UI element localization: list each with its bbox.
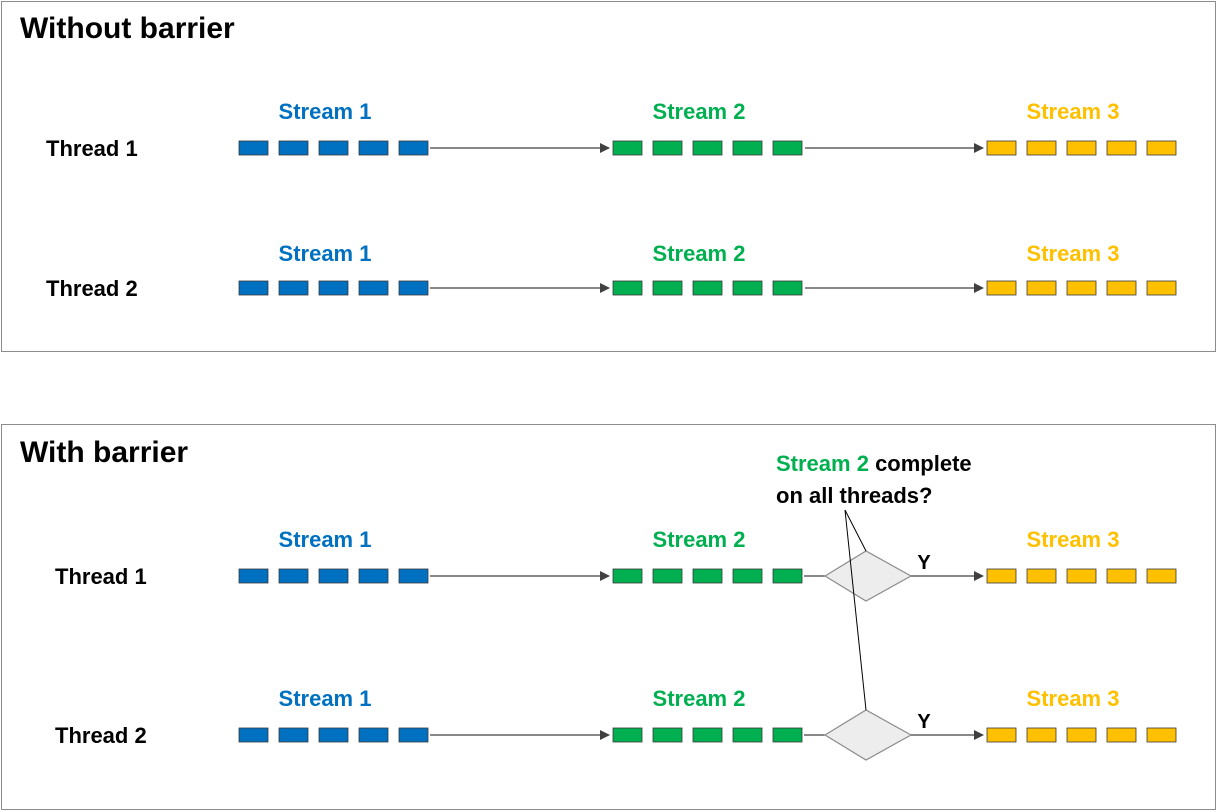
top-thread1-thread-label: Thread 1 xyxy=(46,136,138,161)
bottom-thread2-stream3-label: Stream 3 xyxy=(1027,686,1120,711)
top-thread1-stream2-block xyxy=(612,140,643,156)
callout-pointer-thread2 xyxy=(844,509,867,711)
top-thread1-stream2-block xyxy=(652,140,683,156)
bottom-thread1-stream1-block xyxy=(398,568,429,584)
bottom-thread1-stream2-block xyxy=(652,568,683,584)
bottom-thread2-stream1-block xyxy=(318,727,349,743)
bottom-thread2-barrier-diamond xyxy=(823,709,913,761)
with-barrier-title: With barrier xyxy=(20,436,189,469)
top-thread2-stream1-block xyxy=(358,280,389,296)
bottom-thread2-stream2-block xyxy=(612,727,643,743)
top-thread2-stream1-block xyxy=(278,280,309,296)
top-thread1-stream3-block xyxy=(1106,140,1137,156)
top-thread2-stream3-block xyxy=(1026,280,1057,296)
top-thread1-stream2-block xyxy=(732,140,763,156)
bottom-thread2-yes-label: Y xyxy=(917,711,931,733)
callout-pointer-thread1 xyxy=(844,509,867,552)
top-thread2-stream2-block xyxy=(772,280,803,296)
bottom-thread1-barrier-diamond xyxy=(823,550,913,602)
top-thread2-stream3-block xyxy=(1066,280,1097,296)
bottom-thread1-thread-label: Thread 1 xyxy=(55,564,147,589)
bottom-thread2-stream1-block xyxy=(238,727,269,743)
bottom-thread2-stream1-block xyxy=(358,727,389,743)
top-thread1-stream3-block xyxy=(986,140,1017,156)
bottom-thread1-stream2-label: Stream 2 xyxy=(653,527,746,552)
bottom-thread2-stream2-block xyxy=(772,727,803,743)
bottom-thread1-stream1-block xyxy=(318,568,349,584)
top-thread2-stream2-block xyxy=(732,280,763,296)
bottom-thread2-stream3-block xyxy=(1026,727,1057,743)
bottom-thread2-stream2-block xyxy=(652,727,683,743)
top-thread1-stream3-label: Stream 3 xyxy=(1027,99,1120,124)
top-thread2-thread-label: Thread 2 xyxy=(46,276,138,301)
bottom-thread1-stream2-block xyxy=(612,568,643,584)
top-thread1-stream1-block xyxy=(318,140,349,156)
bottom-thread2-stream1-label: Stream 1 xyxy=(279,686,372,711)
top-thread2-stream3-block xyxy=(1146,280,1177,296)
with-barrier-panel: With barrier xyxy=(1,424,1216,810)
top-thread2-stream1-label: Stream 1 xyxy=(279,241,372,266)
barrier-question-highlight: Stream 2 xyxy=(776,451,869,476)
bottom-thread1-stream3-block xyxy=(1146,568,1177,584)
bottom-thread2-stream2-block xyxy=(692,727,723,743)
bottom-thread1-stream1-block xyxy=(358,568,389,584)
bottom-thread1-stream3-block xyxy=(1066,568,1097,584)
top-thread1-stream1-block xyxy=(358,140,389,156)
bottom-thread1-stream3-block xyxy=(1106,568,1137,584)
bottom-thread1-stream2-block xyxy=(732,568,763,584)
top-thread1-stream2-label: Stream 2 xyxy=(653,99,746,124)
bottom-thread1-stream1-block xyxy=(278,568,309,584)
bottom-thread1-stream2-block xyxy=(772,568,803,584)
top-thread1-stream3-block xyxy=(1146,140,1177,156)
top-thread2-stream2-block xyxy=(692,280,723,296)
bottom-thread2-stream3-block xyxy=(986,727,1017,743)
top-thread2-stream3-label: Stream 3 xyxy=(1027,241,1120,266)
bottom-thread2-stream3-block xyxy=(1146,727,1177,743)
top-thread2-stream1-block xyxy=(238,280,269,296)
barrier-question-line1: Stream 2 complete xyxy=(776,451,972,476)
top-thread1-stream2-block xyxy=(692,140,723,156)
bottom-thread1-stream3-block xyxy=(1026,568,1057,584)
bottom-thread2-stream1-block xyxy=(398,727,429,743)
bottom-thread1-stream2-block xyxy=(692,568,723,584)
top-thread1-stream3-block xyxy=(1066,140,1097,156)
bottom-thread2-stream3-block xyxy=(1066,727,1097,743)
barrier-question-line2: on all threads? xyxy=(776,483,932,508)
bottom-thread1-stream3-label: Stream 3 xyxy=(1027,527,1120,552)
top-thread2-stream2-block xyxy=(652,280,683,296)
top-thread2-stream1-block xyxy=(318,280,349,296)
top-thread1-stream3-block xyxy=(1026,140,1057,156)
top-thread1-stream1-block xyxy=(398,140,429,156)
bottom-thread1-stream1-label: Stream 1 xyxy=(279,527,372,552)
bottom-thread1-stream3-block xyxy=(986,568,1017,584)
bottom-thread2-stream1-block xyxy=(278,727,309,743)
top-thread1-stream2-block xyxy=(772,140,803,156)
top-thread1-stream1-label: Stream 1 xyxy=(279,99,372,124)
bottom-thread2-stream2-block xyxy=(732,727,763,743)
bottom-thread1-yes-label: Y xyxy=(917,552,931,574)
bottom-thread2-stream2-label: Stream 2 xyxy=(653,686,746,711)
top-thread2-stream3-block xyxy=(1106,280,1137,296)
top-thread2-stream2-label: Stream 2 xyxy=(653,241,746,266)
bottom-thread2-thread-label: Thread 2 xyxy=(55,723,147,748)
top-thread2-stream1-block xyxy=(398,280,429,296)
top-thread1-stream1-block xyxy=(238,140,269,156)
top-thread1-stream1-block xyxy=(278,140,309,156)
without-barrier-panel: Without barrier xyxy=(1,1,1216,352)
top-thread2-stream2-block xyxy=(612,280,643,296)
barrier-question-rest: complete xyxy=(869,451,972,476)
top-thread2-stream3-block xyxy=(986,280,1017,296)
bottom-thread1-stream1-block xyxy=(238,568,269,584)
without-barrier-title: Without barrier xyxy=(20,12,235,45)
bottom-thread2-stream3-block xyxy=(1106,727,1137,743)
